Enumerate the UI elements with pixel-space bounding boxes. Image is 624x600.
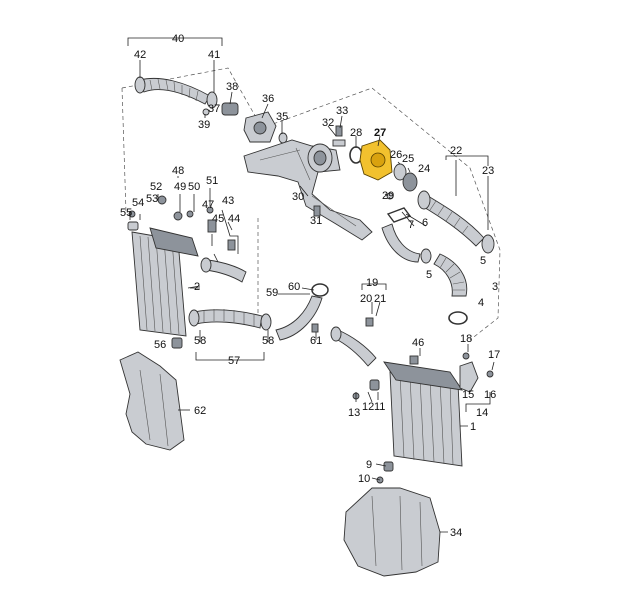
highlighted-part-27 [359,139,393,181]
label-41: 41 [208,49,220,61]
intake-manifold-30 [243,139,373,241]
label-50: 50 [188,181,200,193]
label-45: 45 [212,213,224,225]
upper-hose-40 [134,76,218,109]
bracket-14 [459,352,494,393]
label-59: 59 [266,287,278,299]
label-52: 52 [150,181,162,193]
label-25: 25 [402,153,414,165]
label-3: 3 [492,281,498,293]
label-10: 10 [358,473,370,485]
label-24: 24 [418,163,430,175]
pipe-59 [275,283,329,341]
label-34: 34 [450,527,462,539]
label-17: 17 [488,349,500,361]
hose-21 [330,317,377,367]
bolts-31-33 [313,125,346,217]
label-60: 60 [288,281,300,293]
intercooler-left-2 [127,221,199,337]
label-40: 40 [172,33,184,45]
label-13: 13 [348,407,360,419]
label-55: 55 [120,207,132,219]
label-22: 22 [450,145,462,157]
hose-3 [433,253,468,325]
label-35: 35 [276,111,288,123]
label-16: 16 [484,389,496,401]
label-21: 21 [374,293,386,305]
label-14: 14 [476,407,488,419]
label-28: 28 [350,127,362,139]
label-15: 15 [462,389,474,401]
label-4: 4 [478,297,484,309]
label-5b: 5 [480,255,486,267]
label-42: 42 [134,49,146,61]
group-frame-left [121,87,259,330]
label-38: 38 [226,81,238,93]
label-56: 56 [154,339,166,351]
air-duct-62 [119,351,185,451]
hose-22 [417,190,495,254]
label-32: 32 [322,117,334,129]
label-47: 47 [202,199,214,211]
label-9: 9 [366,459,372,471]
label-19: 19 [366,277,378,289]
fitting-38 [202,102,239,116]
hose-57 [188,309,272,331]
label-20: 20 [360,293,372,305]
pipe-5 [381,223,432,264]
label-49: 49 [174,181,186,193]
label-29: 29 [382,190,394,202]
label-51: 51 [206,175,218,187]
flange-25 [386,163,418,200]
label-54: 54 [132,197,144,209]
label-53: 53 [146,193,158,205]
label-26: 26 [390,149,402,161]
label-23: 23 [482,165,494,177]
label-61: 61 [310,335,322,347]
label-31: 31 [310,215,322,227]
label-11: 11 [374,401,385,413]
label-62: 62 [194,405,206,417]
label-39: 39 [198,119,210,131]
gasket-6 [386,207,412,223]
label-7: 7 [408,219,414,231]
group-frame-upper [121,67,501,341]
label-12: 12 [362,401,374,413]
label-43: 43 [222,195,234,207]
leader-lines [127,37,495,533]
label-57: 57 [228,355,240,367]
label-48: 48 [172,165,184,177]
label-58b: 58 [262,335,274,347]
grommet-56 [171,337,183,349]
label-1: 1 [470,421,476,433]
label-58a: 58 [194,335,206,347]
fasteners-48-55 [128,195,214,221]
label-27: 27 [374,127,386,139]
label-46: 46 [412,337,424,349]
label-44: 44 [228,213,240,225]
sensor-44 [207,219,236,251]
label-30: 30 [292,191,304,203]
label-6: 6 [422,217,428,229]
label-37: 37 [208,103,220,115]
label-2: 2 [194,281,200,293]
hose-43 [200,257,247,283]
label-33: 33 [336,105,348,117]
air-duct-34 [343,487,441,577]
throttle-body-36 [243,111,288,144]
callout-labels: 40 42 41 38 37 39 36 35 33 32 28 27 26 2… [120,33,500,539]
label-5a: 5 [426,269,432,281]
label-36: 36 [262,93,274,105]
label-18: 18 [460,333,472,345]
intercooler-right-1 [383,361,463,467]
